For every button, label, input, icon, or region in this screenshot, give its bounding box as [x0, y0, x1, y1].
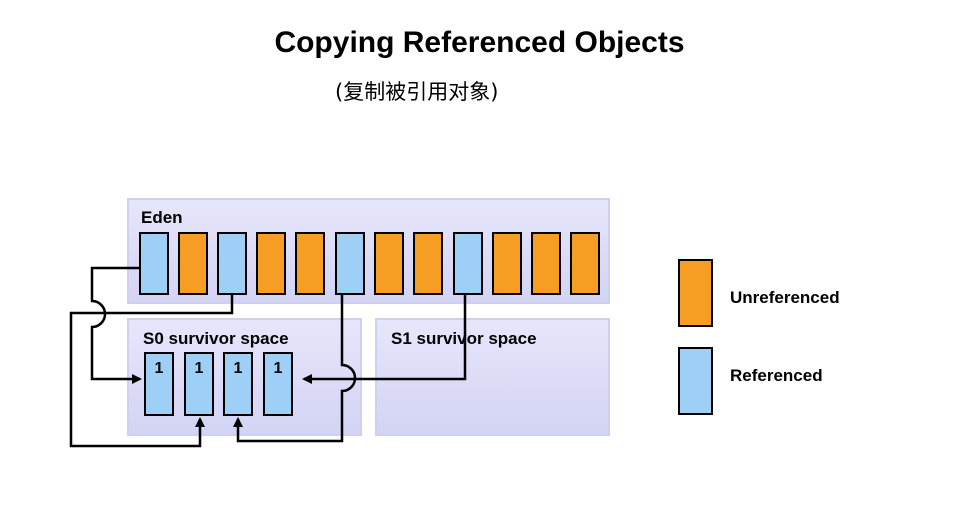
- eden-cell-unreferenced: [492, 232, 522, 295]
- eden-cell-unreferenced: [570, 232, 600, 295]
- s0-cell: 1: [263, 352, 293, 416]
- legend-unreferenced-swatch: [678, 259, 713, 327]
- eden-cell-unreferenced: [374, 232, 404, 295]
- arrow-eden1-to-s0-1: [90, 266, 142, 384]
- s0-cell: 1: [184, 352, 214, 416]
- legend-referenced-label: Referenced: [730, 366, 823, 385]
- eden-label: Eden: [141, 208, 183, 227]
- eden-cell-unreferenced: [295, 232, 325, 295]
- s1-survivor-region: S1 survivor space: [375, 318, 610, 436]
- diagram-title: Copying Referenced Objects: [274, 26, 685, 59]
- eden-cell-unreferenced: [256, 232, 286, 295]
- eden-cell-unreferenced: [531, 232, 561, 295]
- legend-unreferenced-label: Unreferenced: [730, 288, 840, 307]
- s0-cell: 1: [223, 352, 253, 416]
- eden-cell-referenced: [217, 232, 247, 295]
- eden-cell-unreferenced: [413, 232, 443, 295]
- s0-cell: 1: [144, 352, 174, 416]
- legend-referenced-swatch: [678, 347, 713, 415]
- diagram-subtitle: (复制被引用对象): [335, 80, 499, 104]
- eden-cell-unreferenced: [178, 232, 208, 295]
- eden-cell-referenced: [139, 232, 169, 295]
- eden-cell-referenced: [335, 232, 365, 295]
- arrow-eden9-to-s0-4: [302, 295, 467, 384]
- arrow-eden3-to-s0-2: [69, 295, 234, 448]
- s0-label: S0 survivor space: [143, 329, 289, 348]
- eden-cell-referenced: [453, 232, 483, 295]
- arrow-eden6-to-s0-3: [233, 295, 357, 443]
